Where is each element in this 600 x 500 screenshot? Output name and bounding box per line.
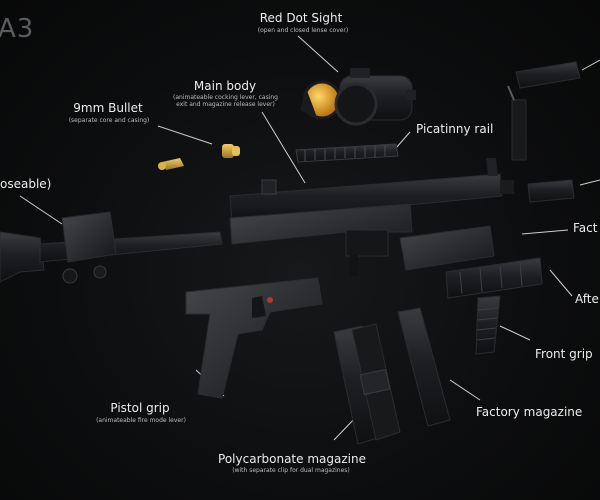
polycarbonate-magazine-illustration — [333, 323, 401, 445]
polycarbonate-magazine-label: Polycarbonate magazine — [218, 452, 366, 466]
flashlight-illustration — [507, 61, 581, 161]
main-body-sublabel: (animateable cocking lever, casing exit … — [173, 94, 278, 108]
factory-handguard-illustration — [399, 225, 495, 271]
factory-magazine-illustration — [397, 307, 451, 427]
pistol-grip-illustration — [185, 277, 323, 399]
stock-label: oseable) — [0, 177, 52, 191]
pistol-grip-sublabel: (animateable fire mode lever) — [96, 417, 186, 424]
factory-handguard-label: Fact — [573, 221, 598, 235]
muzzle-illustration — [527, 179, 575, 203]
factory-magazine-label: Factory magazine — [476, 405, 583, 419]
aftermarket-handguard-illustration — [445, 257, 543, 299]
picatinny-rail-illustration — [295, 143, 399, 163]
bullet-illustration — [158, 144, 240, 170]
red-dot-sight-sublabel: (open and closed lense cover) — [257, 27, 349, 34]
stock-illustration — [0, 211, 223, 284]
front-grip-illustration — [475, 295, 501, 355]
pistol-grip-label: Pistol grip — [110, 401, 170, 415]
main-body-label: Main body — [193, 79, 257, 93]
bullet-label: 9mm Bullet — [73, 101, 143, 115]
weapon-title: A3 — [0, 14, 35, 44]
front-grip-label: Front grip — [535, 347, 593, 361]
aftermarket-handguard-label: Afte — [575, 292, 599, 306]
red-dot-sight-illustration — [300, 68, 416, 126]
picatinny-rail-label: Picatinny rail — [416, 122, 494, 136]
main-body-illustration — [229, 158, 514, 276]
polycarbonate-magazine-sublabel: (with separate clip for dual magazines) — [232, 467, 350, 474]
red-dot-sight-label: Red Dot Sight — [259, 11, 343, 25]
bullet-sublabel: (separate core and casing) — [68, 117, 150, 124]
